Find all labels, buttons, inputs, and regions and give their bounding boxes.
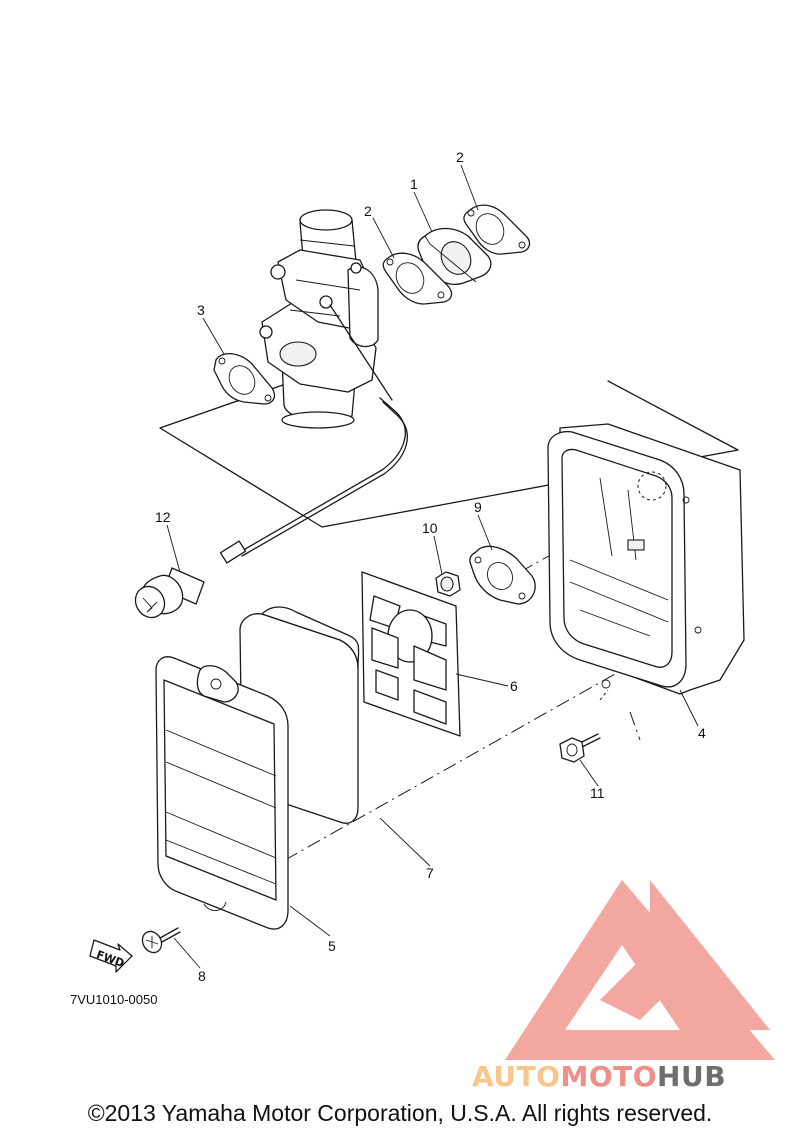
gasket-part-9	[469, 545, 536, 605]
brand-hub: HUB	[657, 1060, 726, 1093]
brand-moto: MOTO	[560, 1060, 657, 1093]
choke-cable-part-12	[134, 397, 408, 619]
bolt-part-11-icon	[559, 733, 601, 763]
callout-1: 1	[410, 176, 418, 192]
air-cleaner-case-part-4	[547, 423, 745, 695]
callout-10: 10	[422, 520, 438, 536]
diagram-code: 7VU1010-0050	[70, 992, 157, 1007]
nut-part-10	[435, 571, 461, 597]
callout-5: 5	[328, 938, 336, 954]
gasket-part-2-front	[382, 252, 453, 305]
element-seal-part-6	[361, 571, 461, 737]
callout-12: 12	[155, 509, 171, 525]
insulator-part-1	[417, 227, 492, 285]
callout-9: 9	[474, 499, 482, 515]
leader-lines	[166, 164, 699, 969]
gasket-part-3	[213, 353, 276, 405]
callout-3: 3	[197, 302, 205, 318]
watermark-logo-icon	[505, 880, 775, 1060]
callout-8: 8	[198, 968, 206, 984]
callout-2-rear: 2	[456, 149, 464, 165]
callout-7: 7	[426, 865, 434, 881]
callout-6: 6	[510, 678, 518, 694]
svg-text:AUTOMOTOHUB: AUTOMOTOHUB	[472, 1060, 726, 1093]
watermark-brand: AUTOMOTOHUB	[472, 1060, 726, 1093]
carburetor-icon	[259, 209, 393, 429]
callout-4: 4	[698, 725, 706, 741]
gasket-part-2-rear	[463, 204, 531, 255]
screw-part-8-icon	[141, 927, 181, 954]
callout-2-front: 2	[364, 203, 372, 219]
callout-labels: 2 1 2 3 12 9 10 6 4 11 7 5 8	[155, 149, 706, 984]
copyright-notice: ©2013 Yamaha Motor Corporation, U.S.A. A…	[87, 1100, 713, 1126]
callout-11: 11	[590, 785, 605, 801]
air-cleaner-cover-part-5	[155, 656, 289, 930]
fwd-arrow-icon: FWD	[89, 939, 133, 973]
brand-auto: AUTO	[472, 1060, 560, 1093]
